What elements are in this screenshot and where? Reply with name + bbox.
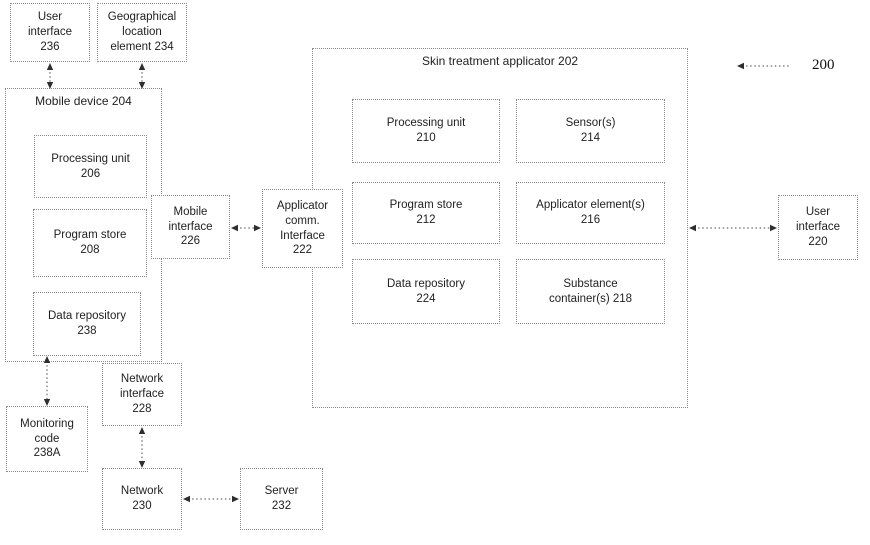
box-data-repository-224: Data repository 224 (352, 259, 500, 324)
box-user-interface-236: User interface 236 (10, 3, 90, 62)
arrow-ni228-n230 (138, 427, 146, 468)
box-network-230: Network 230 (102, 468, 182, 530)
box-program-store-212: Program store 212 (352, 182, 500, 244)
box-monitoring-code-238a: Monitoring code 238A (6, 406, 88, 472)
mobile-device-204-label: Mobile device 204 (35, 94, 132, 108)
skin-treatment-applicator-202-label: Skin treatment applicator 202 (421, 54, 579, 68)
box-substance-containers-218: Substance container(s) 218 (516, 259, 665, 324)
arrow-ui236-mobile204 (46, 63, 54, 89)
arrow-dr238-mc238a (43, 356, 51, 406)
box-processing-unit-210: Processing unit 210 (352, 99, 500, 163)
box-processing-unit-206: Processing unit 206 (34, 135, 147, 198)
arrow-geo234-mobile204 (138, 63, 146, 89)
box-network-interface-228: Network interface 228 (102, 363, 182, 426)
box-data-repository-238: Data repository 238 (33, 292, 141, 356)
arrow-mi226-aci222 (231, 224, 261, 232)
box-applicator-elements-216: Applicator element(s) 216 (516, 182, 665, 244)
box-server-232: Server 232 (240, 468, 323, 530)
box-sensors-214: Sensor(s) 214 (516, 99, 665, 163)
arrow-applicator202-ui220 (689, 224, 777, 232)
box-program-store-208: Program store 208 (33, 209, 147, 277)
arrow-n230-srv232 (183, 495, 239, 503)
box-geographical-location-element-234: Geographical location element 234 (97, 3, 187, 62)
figure-number-label: 200 (812, 57, 835, 73)
figure-pointer-arrow (737, 62, 789, 70)
box-mobile-interface-226: Mobile interface 226 (151, 195, 230, 259)
box-applicator-comm-interface-222: Applicator comm. Interface 222 (262, 189, 343, 268)
box-user-interface-220: User interface 220 (778, 195, 858, 260)
